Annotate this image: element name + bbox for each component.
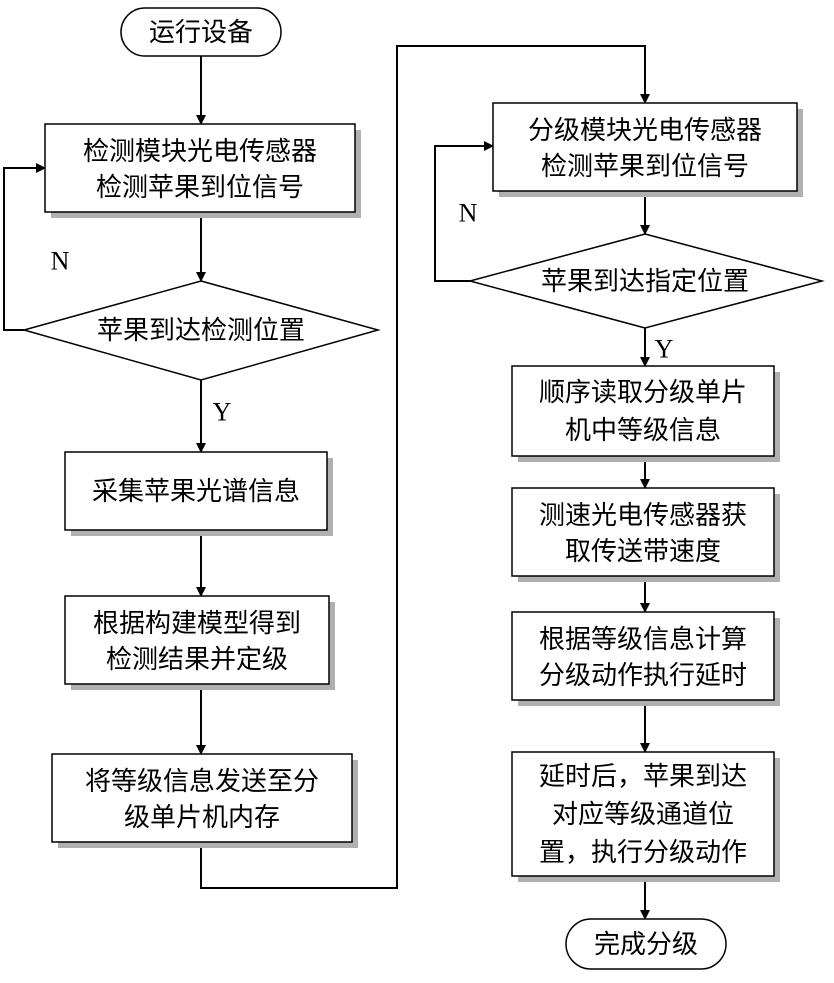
arrow-detect-no-loop — [3, 163, 46, 331]
detect-sensor-box: 检测模块光电传感器 检测苹果到位信号 — [44, 123, 361, 218]
start-label: 运行设备 — [149, 18, 253, 48]
send-grade-line1: 将等级信息发送至分 — [85, 767, 319, 797]
send-grade-line2: 级单片机内存 — [124, 803, 280, 833]
detect-sensor-line2: 检测苹果到位信号 — [96, 173, 304, 203]
position-yes-label: Y — [655, 335, 674, 364]
detect-decision: 苹果到达检测位置 — [21, 280, 381, 381]
speed-sensor-box: 测速光电传感器获 取传送带速度 — [511, 487, 780, 582]
execute-grading-box: 延时后，苹果到达 对应等级通道位 置，执行分级动作 — [511, 751, 780, 882]
end-label: 完成分级 — [594, 930, 698, 960]
grading-sensor-line2: 检测苹果到位信号 — [541, 152, 749, 182]
read-grade-line2: 机中等级信息 — [565, 416, 721, 446]
send-grade-box: 将等级信息发送至分 级单片机内存 — [51, 753, 358, 848]
arrow-position-no-loop — [434, 141, 494, 282]
position-no-label: N — [459, 199, 478, 228]
execute-grading-line1: 延时后，苹果到达 — [539, 762, 747, 792]
collect-spectrum-box: 采集苹果光谱信息 — [64, 451, 333, 536]
end-terminal: 完成分级 — [565, 918, 727, 970]
collect-spectrum-label: 采集苹果光谱信息 — [92, 477, 300, 507]
read-grade-box: 顺序读取分级单片 机中等级信息 — [511, 365, 780, 462]
detect-yes-label: Y — [213, 398, 232, 427]
compute-delay-line2: 分级动作执行延时 — [539, 661, 747, 691]
read-grade-line1: 顺序读取分级单片 — [539, 378, 747, 408]
detect-decision-label: 苹果到达检测位置 — [97, 316, 305, 346]
speed-sensor-line2: 取传送带速度 — [565, 537, 721, 567]
position-decision: 苹果到达指定位置 — [467, 233, 825, 329]
start-terminal: 运行设备 — [120, 7, 282, 57]
detect-sensor-line1: 检测模块光电传感器 — [83, 137, 317, 167]
model-grade-line2: 检测结果并定级 — [106, 645, 288, 675]
arrow-send-to-grading-sensor — [200, 45, 650, 889]
compute-delay-line1: 根据等级信息计算 — [539, 625, 747, 655]
speed-sensor-line1: 测速光电传感器获 — [539, 501, 747, 531]
execute-grading-line3: 置，执行分级动作 — [539, 838, 747, 868]
grading-sensor-line1: 分级模块光电传感器 — [528, 116, 762, 146]
model-grade-box: 根据构建模型得到 检测结果并定级 — [64, 595, 335, 690]
grading-sensor-box: 分级模块光电传感器 检测苹果到位信号 — [492, 102, 803, 197]
execute-grading-line2: 对应等级通道位 — [552, 800, 734, 830]
model-grade-line1: 根据构建模型得到 — [93, 609, 301, 639]
detect-no-label: N — [51, 247, 70, 276]
position-decision-label: 苹果到达指定位置 — [541, 267, 749, 297]
compute-delay-box: 根据等级信息计算 分级动作执行延时 — [511, 611, 780, 706]
